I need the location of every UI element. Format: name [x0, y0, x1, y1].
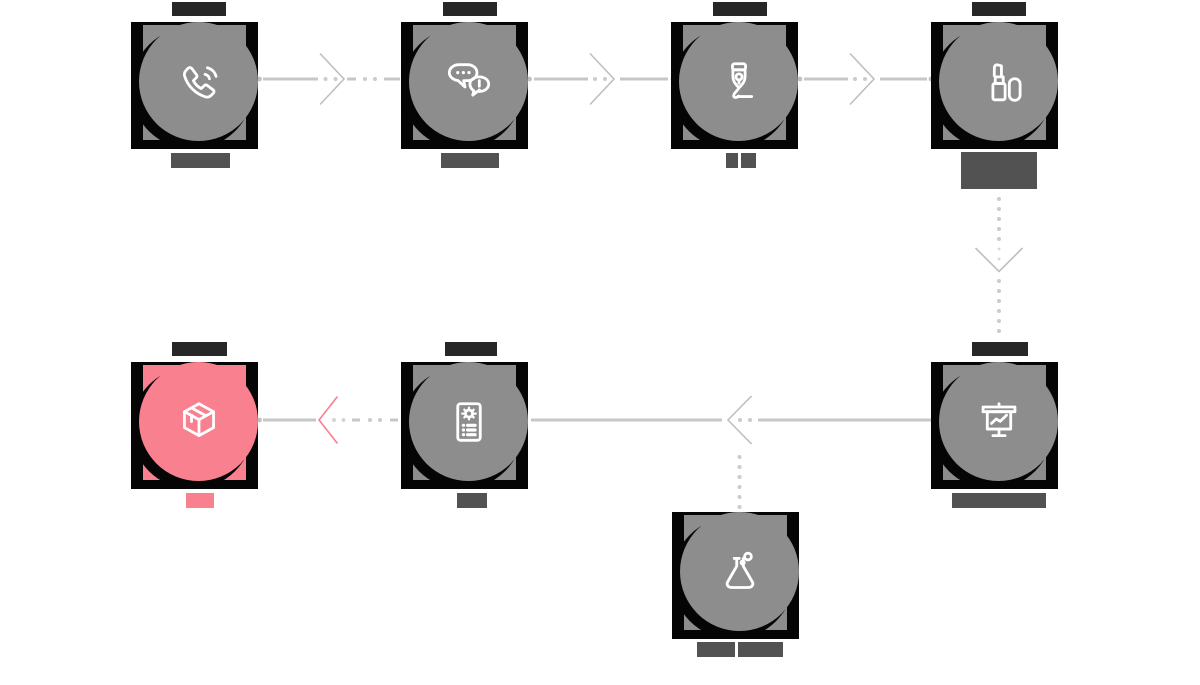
node-label-bottom-block — [738, 642, 783, 657]
node-label-bottom-block — [171, 153, 230, 168]
package-box-icon — [182, 401, 215, 437]
node-label-top-block — [172, 2, 226, 16]
phone-icon — [182, 65, 217, 98]
node-circle — [139, 362, 258, 481]
node-lipstick — [931, 2, 1058, 189]
node-chat — [401, 2, 528, 168]
node-label-bottom-block — [441, 153, 499, 168]
node-circle — [679, 22, 798, 141]
document-gear-icon — [455, 401, 482, 442]
node-circle — [409, 22, 528, 141]
node-label-top-block — [445, 342, 497, 356]
node-document — [401, 342, 528, 508]
lipstick-icon — [991, 62, 1021, 102]
node-label-bottom-block — [457, 493, 487, 508]
node-circle — [939, 22, 1058, 141]
node-label-bottom-block — [961, 152, 1037, 189]
presentation-chart-icon — [981, 401, 1016, 437]
node-circle — [680, 512, 799, 631]
node-label-bottom-block — [741, 153, 756, 168]
connector-chat-to-pen — [527, 52, 676, 106]
node-label-bottom-block — [726, 153, 738, 168]
node-flask — [672, 512, 799, 657]
node-label-bottom-block — [697, 642, 735, 657]
node-label-top-block — [713, 2, 767, 16]
connector-document-to-package — [257, 396, 409, 444]
node-pen — [671, 2, 798, 168]
node-label-bottom-block — [186, 493, 214, 508]
connector-presentation-to-document — [531, 395, 938, 445]
node-circle — [409, 362, 528, 481]
node-circle — [139, 22, 258, 141]
node-phone — [131, 2, 258, 168]
connector-lipstick-down — [974, 197, 1024, 333]
node-label-top-block — [972, 2, 1026, 16]
connector-phone-to-chat — [257, 52, 407, 106]
node-package — [131, 342, 258, 508]
connector-pen-to-lipstick — [797, 52, 934, 106]
node-label-top-block — [972, 342, 1028, 356]
node-presentation — [931, 342, 1058, 508]
flask-icon — [725, 551, 754, 589]
pen-nib-icon — [730, 61, 753, 99]
node-circle — [939, 362, 1058, 481]
chat-bubbles-icon — [447, 62, 490, 97]
node-label-bottom-block — [952, 493, 1046, 508]
node-label-top-block — [443, 2, 497, 16]
connector-branch-to-flask — [737, 455, 742, 509]
node-label-top-block — [172, 342, 227, 356]
